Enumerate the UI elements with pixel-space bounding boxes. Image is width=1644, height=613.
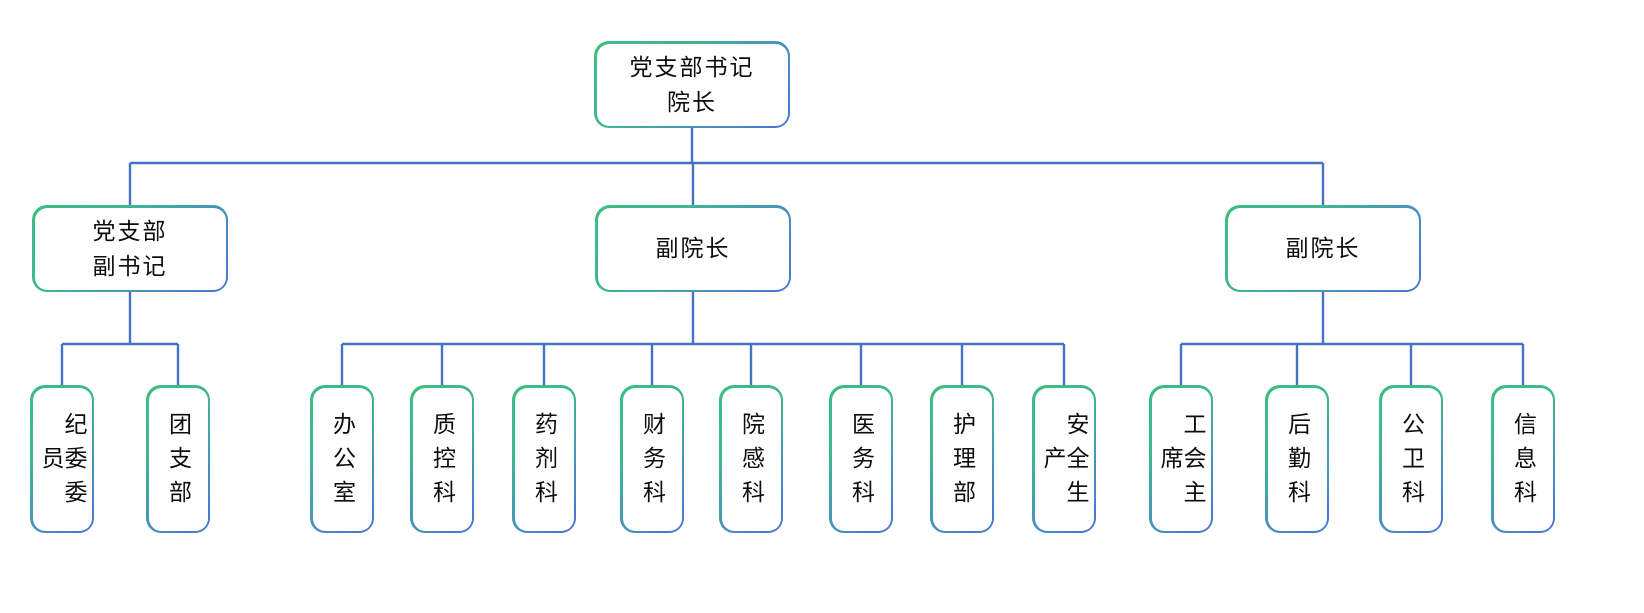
org-node-child-1-6-label: 护理部 xyxy=(949,412,975,514)
org-node-parent-2-label: 副院长 xyxy=(1285,236,1361,261)
org-node-child-1-5: 医务科 xyxy=(829,385,893,533)
org-node-parent-2-body: 副院长 xyxy=(1227,207,1419,290)
org-node-parent-0-label: 党支部 副书记 xyxy=(92,218,168,279)
org-node-child-1-6-body: 护理部 xyxy=(932,387,992,531)
org-node-child-1-2-label: 药剂科 xyxy=(531,412,557,514)
org-node-child-1-0: 办公室 xyxy=(310,385,374,533)
org-node-parent-1-body: 副院长 xyxy=(597,207,789,290)
org-node-child-2-1-body: 后勤科 xyxy=(1267,387,1327,531)
org-node-child-1-0-label: 办公室 xyxy=(329,412,355,514)
org-node-parent-0: 党支部 副书记 xyxy=(32,205,228,292)
org-node-child-1-7-body: 安全生产 xyxy=(1034,387,1094,531)
org-node-child-2-3: 信息科 xyxy=(1491,385,1555,533)
org-node-child-2-1-label: 后勤科 xyxy=(1284,412,1310,514)
org-node-child-1-6: 护理部 xyxy=(930,385,994,533)
org-node-root-body: 党支部书记 院长 xyxy=(596,43,788,126)
org-node-child-2-0-body: 工会主席 xyxy=(1151,387,1211,531)
org-node-child-1-3: 财务科 xyxy=(620,385,684,533)
org-node-child-1-4: 院感科 xyxy=(719,385,783,533)
org-node-child-1-1-body: 质控科 xyxy=(412,387,472,531)
org-node-child-0-1-body: 团支部 xyxy=(148,387,208,531)
org-node-child-0-0: 纪委委员 xyxy=(30,385,94,533)
org-node-child-0-0-body: 纪委委员 xyxy=(32,387,92,531)
org-node-child-2-2: 公卫科 xyxy=(1379,385,1443,533)
org-node-child-1-5-label: 医务科 xyxy=(848,412,874,514)
org-node-child-1-0-body: 办公室 xyxy=(312,387,372,531)
org-node-child-2-1: 后勤科 xyxy=(1265,385,1329,533)
org-node-child-2-0-label: 工会主席 xyxy=(1157,412,1205,514)
org-node-child-1-7-label: 安全生产 xyxy=(1040,412,1088,514)
org-node-child-0-1-label: 团支部 xyxy=(165,412,191,514)
org-node-parent-0-body: 党支部 副书记 xyxy=(34,207,226,290)
org-node-parent-2: 副院长 xyxy=(1225,205,1421,292)
org-node-child-0-1: 团支部 xyxy=(146,385,210,533)
connector-path xyxy=(60,128,1525,385)
org-node-parent-1: 副院长 xyxy=(595,205,791,292)
org-node-child-1-1-label: 质控科 xyxy=(429,412,455,514)
org-node-parent-1-label: 副院长 xyxy=(655,236,731,261)
org-node-child-2-3-label: 信息科 xyxy=(1510,412,1536,514)
org-node-child-1-1: 质控科 xyxy=(410,385,474,533)
org-node-child-1-4-label: 院感科 xyxy=(738,412,764,514)
org-node-child-1-4-body: 院感科 xyxy=(721,387,781,531)
org-node-child-1-2: 药剂科 xyxy=(512,385,576,533)
org-node-child-2-3-body: 信息科 xyxy=(1493,387,1553,531)
org-node-child-1-5-body: 医务科 xyxy=(831,387,891,531)
org-node-child-1-7: 安全生产 xyxy=(1032,385,1096,533)
org-node-child-1-3-body: 财务科 xyxy=(622,387,682,531)
org-node-child-2-2-body: 公卫科 xyxy=(1381,387,1441,531)
org-node-child-2-0: 工会主席 xyxy=(1149,385,1213,533)
org-node-child-0-0-label: 纪委委员 xyxy=(38,412,86,514)
org-node-child-1-2-body: 药剂科 xyxy=(514,387,574,531)
org-node-root: 党支部书记 院长 xyxy=(594,41,790,128)
org-node-root-label: 党支部书记 院长 xyxy=(629,54,755,115)
org-node-child-2-2-label: 公卫科 xyxy=(1398,412,1424,514)
org-node-child-1-3-label: 财务科 xyxy=(639,412,665,514)
